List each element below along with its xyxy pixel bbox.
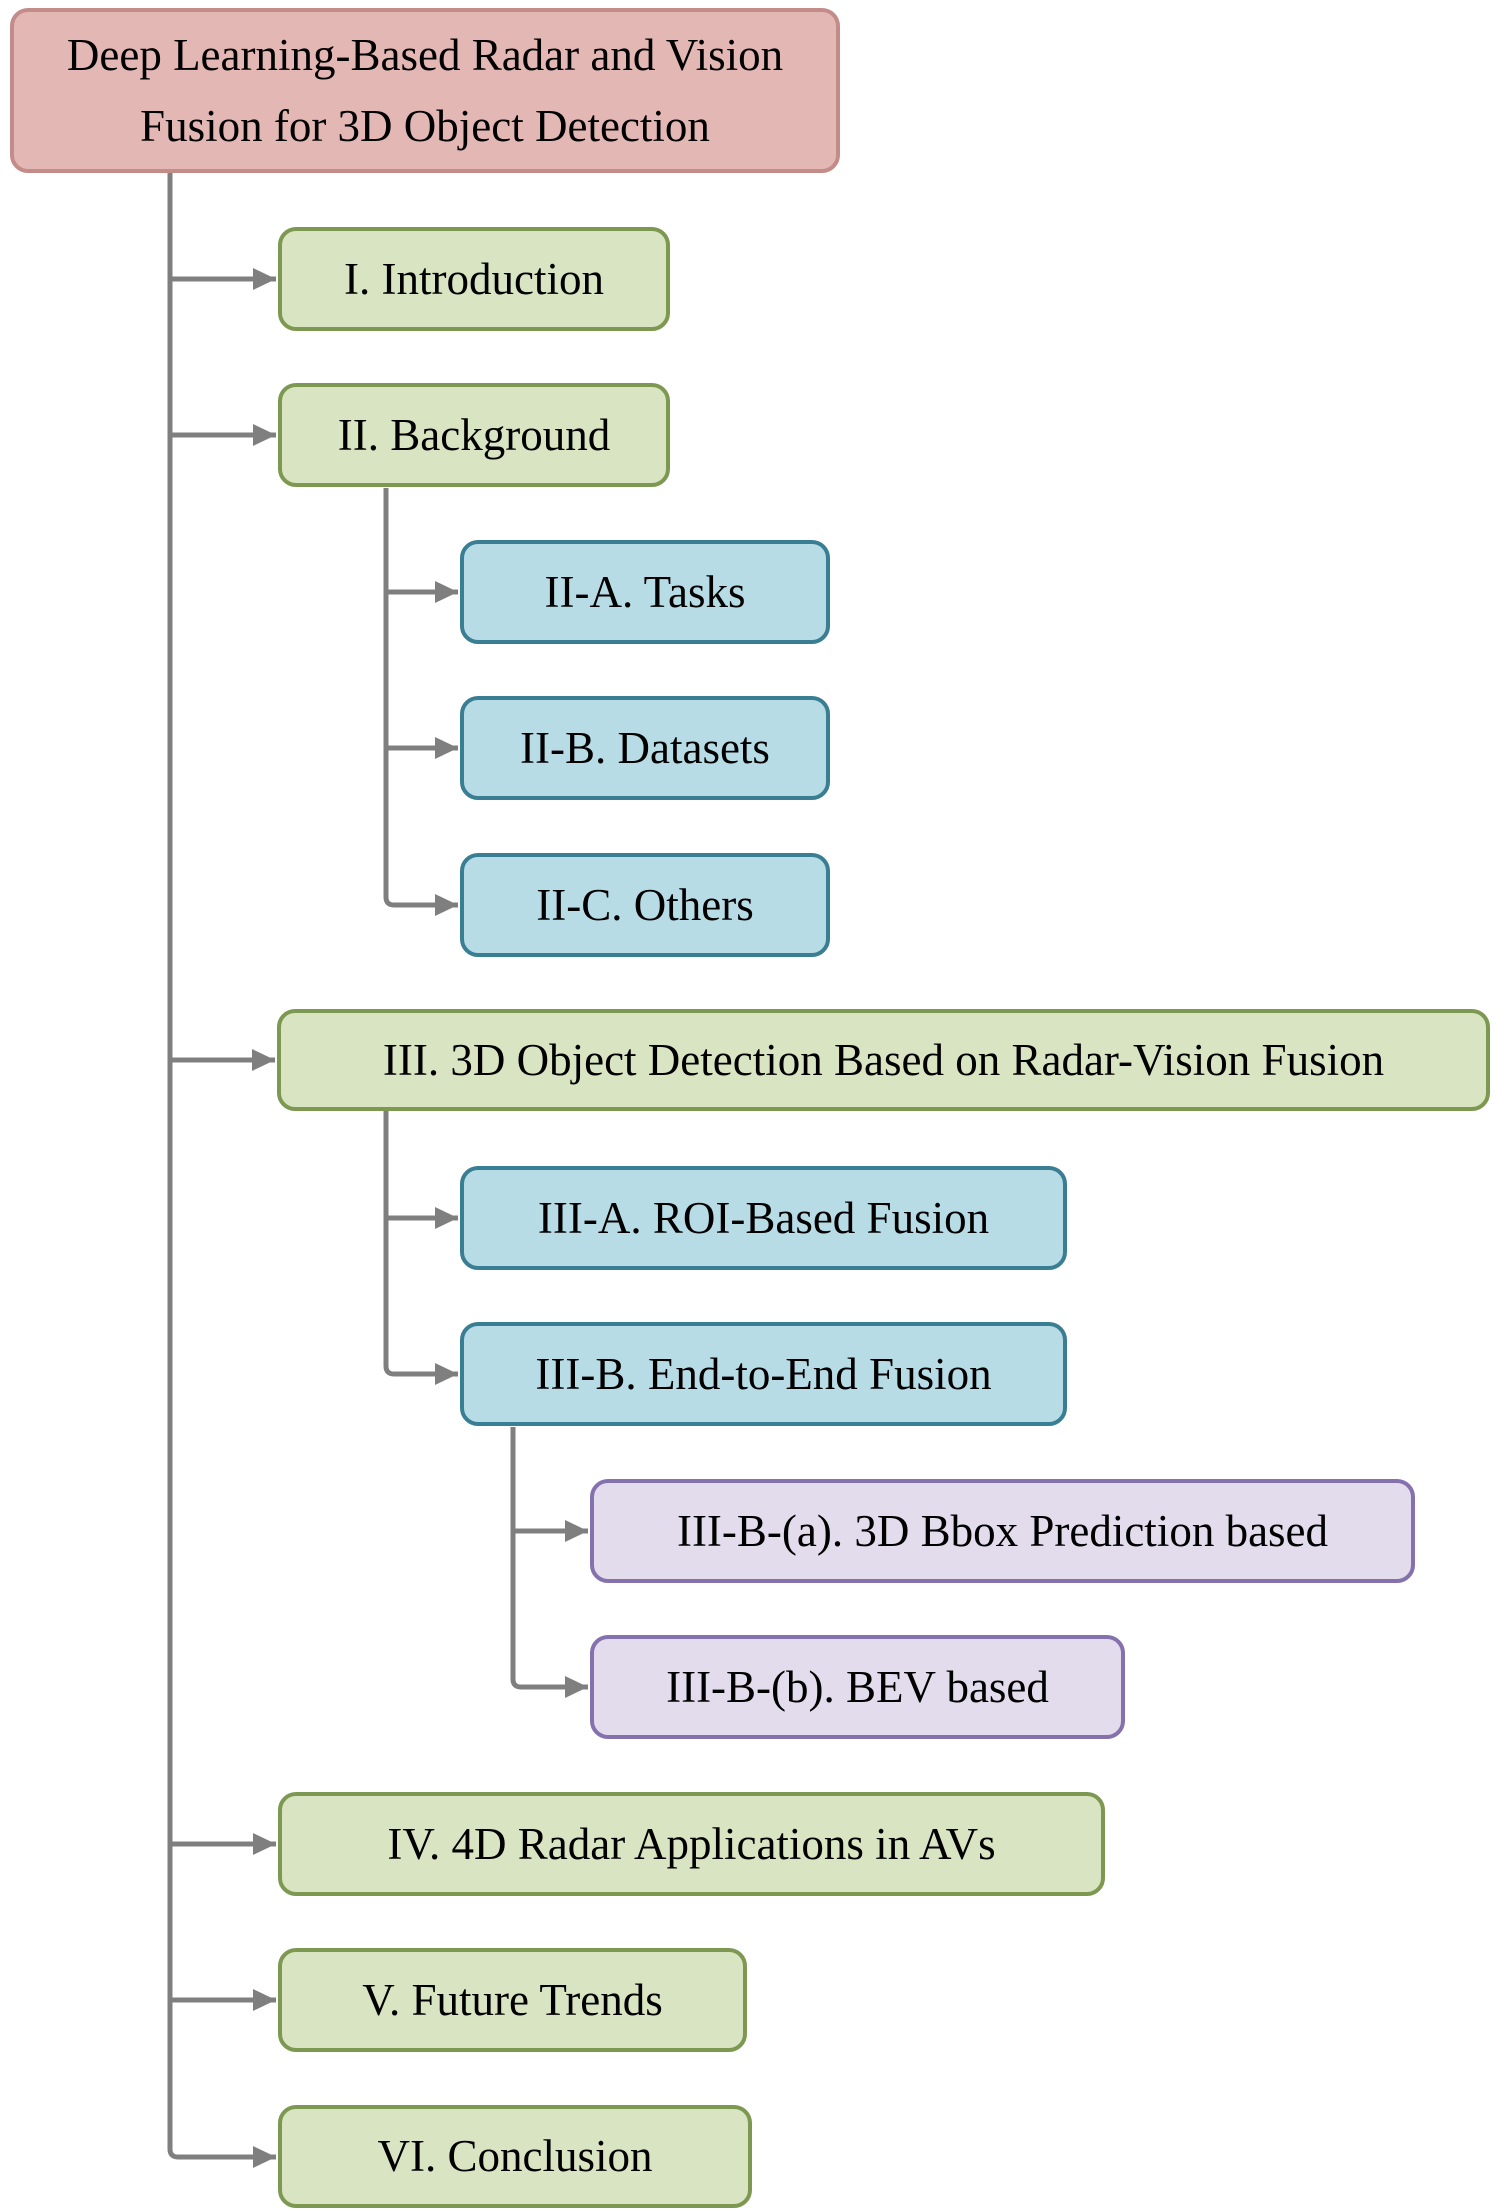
paper-title-line-2: Fusion for 3D Object Detection	[140, 100, 710, 151]
node-others: II-C. Others	[460, 853, 830, 957]
connector-trunk-to-conclusion	[167, 173, 276, 2168]
node-bev-based: III-B-(b). BEV based	[590, 1635, 1125, 1739]
node-4d-radar-applications: IV. 4D Radar Applications in AVs	[278, 1792, 1105, 1896]
node-paper-title: Deep Learning-Based Radar and Vision Fus…	[10, 8, 840, 173]
node-roi-based-fusion: III-A. ROI-Based Fusion	[460, 1166, 1067, 1270]
connector-background-drop-to-others	[383, 488, 458, 916]
node-datasets: II-B. Datasets	[460, 696, 830, 800]
node-future-trends: V. Future Trends	[278, 1948, 747, 2052]
connector-endtoend-drop-to-bev	[510, 1427, 588, 1698]
node-3d-bbox-prediction-based: III-B-(a). 3D Bbox Prediction based	[590, 1479, 1415, 1583]
node-end-to-end-fusion: III-B. End-to-End Fusion	[460, 1322, 1067, 1426]
node-background: II. Background	[278, 383, 670, 487]
node-3d-object-detection: III. 3D Object Detection Based on Radar-…	[277, 1009, 1490, 1111]
connector-section3-drop-to-end-to-end	[383, 1111, 458, 1385]
node-conclusion: VI. Conclusion	[278, 2105, 752, 2208]
node-introduction: I. Introduction	[278, 227, 670, 331]
paper-title-line-1: Deep Learning-Based Radar and Vision	[66, 30, 784, 81]
node-tasks: II-A. Tasks	[460, 540, 830, 644]
